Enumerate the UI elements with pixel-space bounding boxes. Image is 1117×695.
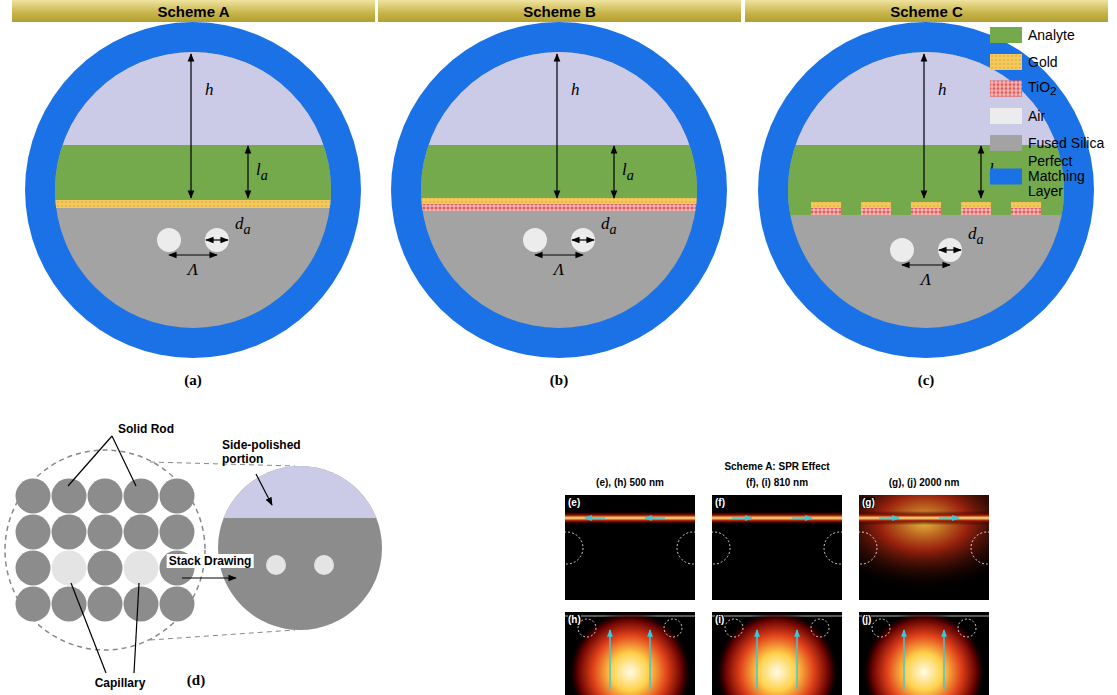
dimension-label: Λ	[554, 260, 564, 280]
legend-swatch	[990, 27, 1022, 43]
plot-heading: (f), (i) 810 nm	[746, 477, 808, 488]
dimension-label: h	[938, 80, 947, 100]
swatch-texture	[990, 81, 1022, 97]
field-panel: (i)	[712, 612, 842, 695]
legend-entry: TiO2	[990, 80, 1057, 99]
node-text: (j)	[862, 614, 871, 625]
legend-text: Gold	[1028, 55, 1058, 70]
plot-heading: (g), (j) 2000 nm	[889, 477, 960, 488]
dimension-label: Λ	[921, 270, 931, 290]
field-panel: (h)	[565, 612, 695, 695]
panel-caption: (d)	[187, 672, 205, 689]
process-label: Stack Drawing	[167, 554, 254, 568]
legend-swatch	[990, 81, 1022, 97]
scheme-banner: Scheme B	[378, 0, 741, 22]
legend-text: Perfect Matching Layer	[1028, 154, 1108, 199]
legend-text: Analyte	[1028, 28, 1075, 43]
legend-swatch	[990, 135, 1022, 151]
dimension-label: da	[601, 214, 617, 237]
plot-heading: Scheme A: SPR Effect	[724, 461, 829, 472]
field-panel: (f)	[712, 495, 842, 600]
plot-heading: (e), (h) 500 nm	[596, 477, 664, 488]
legend-entry: Gold	[990, 54, 1058, 70]
node-text: (f)	[715, 497, 725, 508]
field-panel: (g)	[859, 495, 989, 600]
scheme-banner: Scheme C	[745, 0, 1108, 22]
panel-caption: (b)	[550, 372, 568, 389]
part-label: Side-polished portion	[222, 438, 312, 466]
node-text: Scheme B	[523, 3, 596, 20]
legend-entry: Analyte	[990, 27, 1075, 43]
dimension-label: da	[968, 224, 984, 247]
fiber-cross-section	[391, 22, 727, 358]
legend-text: Air	[1028, 109, 1045, 124]
dimension-label: h	[205, 80, 214, 100]
legend-text: Fused Silica	[1028, 136, 1104, 151]
swatch-texture	[990, 54, 1022, 70]
scheme-banner: Scheme A	[12, 0, 375, 22]
dimension-label: la	[622, 160, 634, 183]
legend-swatch	[990, 108, 1022, 124]
node-text: (i)	[715, 614, 724, 625]
panel-caption: (a)	[184, 372, 202, 389]
legend-swatch	[990, 54, 1022, 70]
legend-text: TiO2	[1028, 80, 1057, 99]
field-panel: (e)	[565, 495, 695, 600]
node-text: Scheme A	[158, 3, 230, 20]
node-text: (g)	[862, 497, 875, 508]
part-label: Solid Rod	[118, 422, 174, 436]
node-text: (e)	[568, 497, 580, 508]
fiber-cross-section	[25, 22, 361, 358]
legend-swatch	[990, 168, 1022, 184]
dimension-label: h	[571, 80, 580, 100]
dimension-label: Λ	[188, 260, 198, 280]
legend-entry: Perfect Matching Layer	[990, 154, 1108, 199]
panel-caption: (c)	[918, 372, 935, 389]
field-panel: (j)	[859, 612, 989, 695]
part-label: Capillary	[95, 676, 146, 690]
dimension-label: da	[235, 214, 251, 237]
dimension-label: la	[256, 160, 268, 183]
mode-field-plots	[551, 452, 1034, 695]
legend-entry: Fused Silica	[990, 135, 1104, 151]
node-text: (h)	[568, 614, 581, 625]
node-text: Scheme C	[890, 3, 963, 20]
legend-entry: Air	[990, 108, 1045, 124]
stack-drawing	[5, 436, 382, 673]
